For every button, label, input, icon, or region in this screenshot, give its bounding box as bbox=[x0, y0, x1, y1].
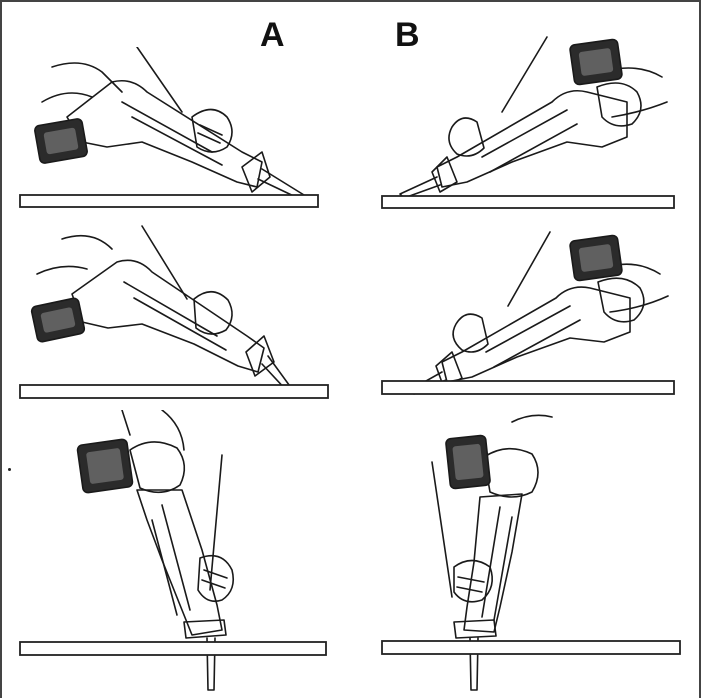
workpiece-board-icon bbox=[381, 640, 681, 655]
panel-b-row1 bbox=[372, 32, 692, 217]
reciprocating-saw-icon bbox=[381, 414, 681, 691]
stray-dot bbox=[8, 468, 11, 471]
column-label-b: B bbox=[395, 16, 420, 54]
reciprocating-saw-icon bbox=[381, 36, 675, 209]
panel-a-row1 bbox=[12, 47, 332, 217]
workpiece-board-icon bbox=[19, 194, 319, 208]
reciprocating-saw-icon bbox=[19, 225, 329, 399]
reciprocating-saw-icon bbox=[19, 410, 327, 691]
workpiece-board-icon bbox=[19, 641, 327, 656]
workpiece-board-icon bbox=[381, 380, 675, 395]
workpiece-board-icon bbox=[381, 195, 675, 209]
workpiece-board-icon bbox=[19, 384, 329, 399]
panel-a-row3 bbox=[12, 410, 332, 695]
reciprocating-saw-icon bbox=[19, 47, 319, 208]
panel-a-row2 bbox=[12, 224, 332, 404]
panel-b-row2 bbox=[372, 230, 692, 405]
panel-b-row3 bbox=[372, 412, 692, 695]
column-label-a: A bbox=[260, 16, 285, 54]
reciprocating-saw-icon bbox=[381, 231, 675, 395]
